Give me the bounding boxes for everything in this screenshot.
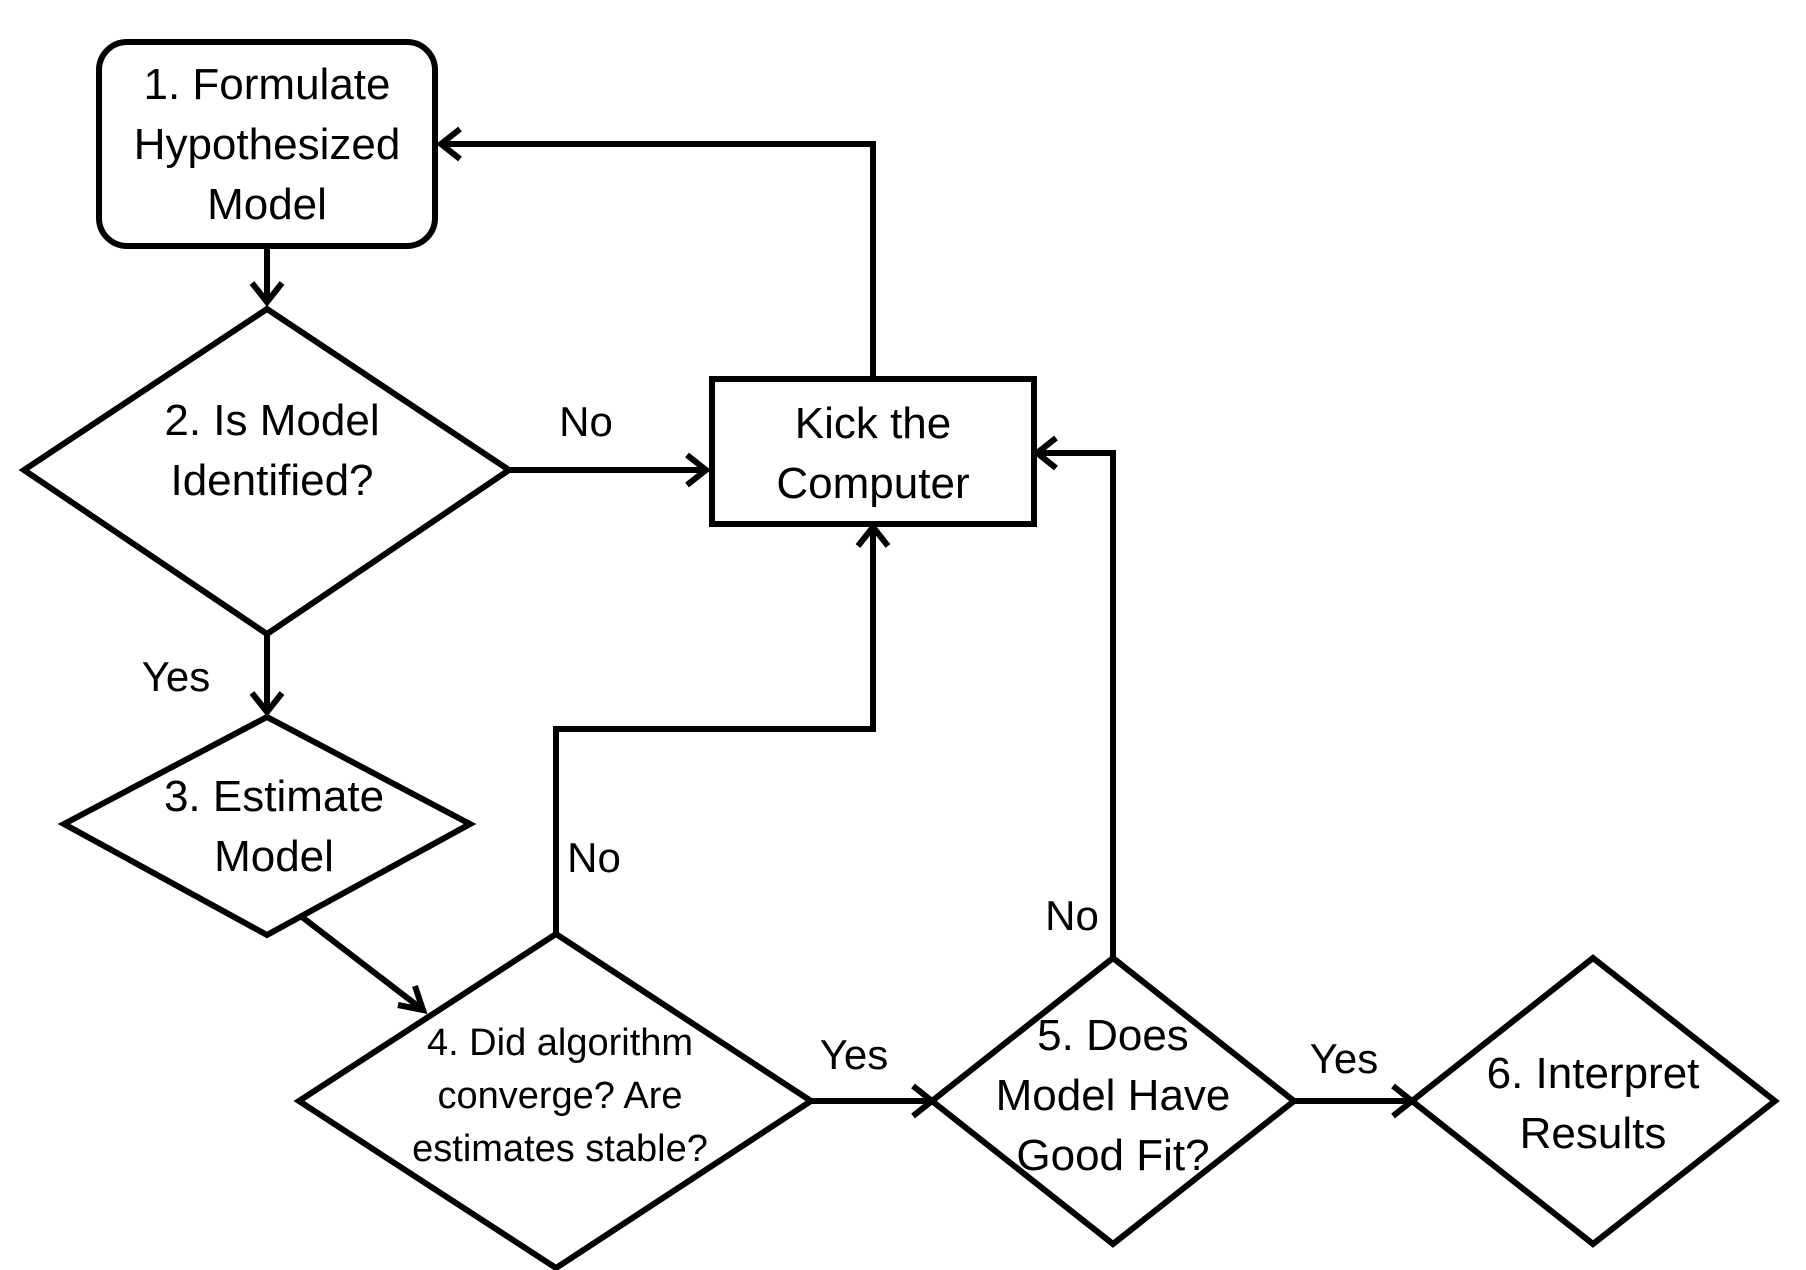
- node-identified-diamond: [18, 305, 515, 638]
- label-goodfit-no: No: [1045, 892, 1099, 939]
- node-interpret: 6. Interpret Results: [1407, 954, 1780, 1248]
- node-interpret-diamond: [1407, 954, 1780, 1248]
- label-converge-no: No: [567, 834, 621, 881]
- arrowhead-identified-yes-to-estimate: [249, 691, 285, 717]
- edge-goodfit-no-to-kick: [1037, 450, 1116, 958]
- arrowhead-estimate-to-converge: [397, 985, 428, 1014]
- node-converge-diamond: [293, 930, 817, 1270]
- node-kick-box: [709, 376, 1037, 527]
- node-interpret-line-1: 6. Interpret: [1487, 1049, 1700, 1098]
- node-identified: 2. Is Model Identified?: [18, 305, 515, 638]
- edge-estimate-to-converge: [300, 914, 425, 1013]
- edges: [249, 126, 1417, 1119]
- edge-kick-to-formulate: [441, 141, 876, 379]
- node-formulate-box: [96, 39, 438, 249]
- node-formulate-line-3: Model: [207, 180, 327, 229]
- node-goodfit: 5. Does Model Have Good Fit?: [927, 954, 1299, 1248]
- label-converge-yes: Yes: [820, 1031, 889, 1078]
- edge-labels: No Yes No Yes No Yes: [142, 398, 1379, 1082]
- node-kick-line-1: Kick the: [795, 399, 952, 448]
- node-goodfit-diamond: [927, 954, 1299, 1248]
- node-goodfit-line-2: Model Have: [996, 1071, 1231, 1120]
- node-formulate-line-2: Hypothesized: [134, 120, 401, 169]
- node-kick-line-2: Computer: [776, 459, 969, 508]
- node-identified-line-2: Identified?: [170, 456, 373, 505]
- label-identified-yes: Yes: [142, 653, 211, 700]
- node-kick: Kick the Computer: [709, 376, 1037, 527]
- node-estimate-diamond: [57, 713, 477, 939]
- node-converge: 4. Did algorithm converge? Are estimates…: [293, 930, 817, 1270]
- arrowhead-formulate-to-identified: [249, 281, 285, 307]
- edge-converge-no-to-kick: [553, 527, 876, 934]
- node-converge-line-3: estimates stable?: [412, 1128, 708, 1170]
- node-identified-line-1: 2. Is Model: [164, 396, 379, 445]
- arrowhead-kick-to-formulate: [436, 126, 462, 162]
- node-estimate-line-1: 3. Estimate: [164, 772, 384, 821]
- node-estimate: 3. Estimate Model: [57, 713, 477, 939]
- node-estimate-line-2: Model: [214, 832, 334, 881]
- node-goodfit-line-1: 5. Does: [1037, 1011, 1189, 1060]
- node-converge-line-2: converge? Are: [437, 1075, 682, 1117]
- node-interpret-line-2: Results: [1520, 1109, 1667, 1158]
- node-formulate-line-1: 1. Formulate: [144, 60, 391, 109]
- arrowhead-identified-no-to-kick: [685, 452, 711, 488]
- node-converge-line-1: 4. Did algorithm: [427, 1022, 693, 1064]
- label-goodfit-yes: Yes: [1310, 1035, 1379, 1082]
- node-formulate: 1. Formulate Hypothesized Model: [96, 39, 438, 249]
- node-goodfit-line-3: Good Fit?: [1016, 1131, 1209, 1180]
- label-identified-no: No: [559, 398, 613, 445]
